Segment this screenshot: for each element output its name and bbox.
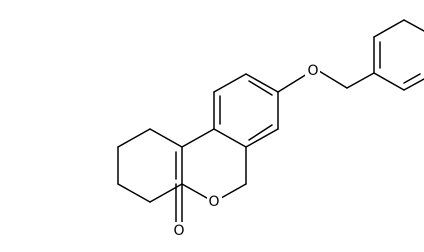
bond: [245, 128, 279, 148]
ring-oxygen-label: O: [208, 194, 219, 210]
bond: [346, 72, 375, 89]
bond: [245, 73, 279, 93]
bond: [149, 183, 183, 203]
styrene-benzene-ring: [373, 19, 424, 91]
atom-labels: O O O: [172, 62, 320, 240]
bond: [318, 70, 348, 89]
ether-oxygen-bg: [305, 62, 320, 80]
double-bond-inner: [248, 124, 273, 141]
bond: [277, 73, 308, 93]
bond: [213, 73, 247, 93]
bond: [403, 19, 424, 32]
bond: [373, 19, 405, 38]
bond: [403, 78, 424, 91]
lactone-ring: [175, 128, 247, 223]
benzyloxy-linker: [277, 70, 375, 93]
bond: [373, 72, 405, 91]
bond: [117, 128, 151, 148]
cyclohexene-ring: [117, 128, 183, 203]
bond: [149, 128, 183, 148]
carbonyl-oxygen-bg: [172, 222, 187, 240]
bond: [117, 183, 151, 203]
double-bond-inner: [403, 73, 421, 84]
bond: [213, 128, 247, 148]
carbonyl-oxygen-label: O: [173, 223, 184, 239]
double-bond-inner: [248, 80, 273, 96]
bond: [181, 128, 215, 148]
coumarin-benzene-ring: [213, 73, 279, 148]
ether-oxygen-label: O: [307, 63, 318, 79]
ring-oxygen-bg: [207, 193, 222, 211]
